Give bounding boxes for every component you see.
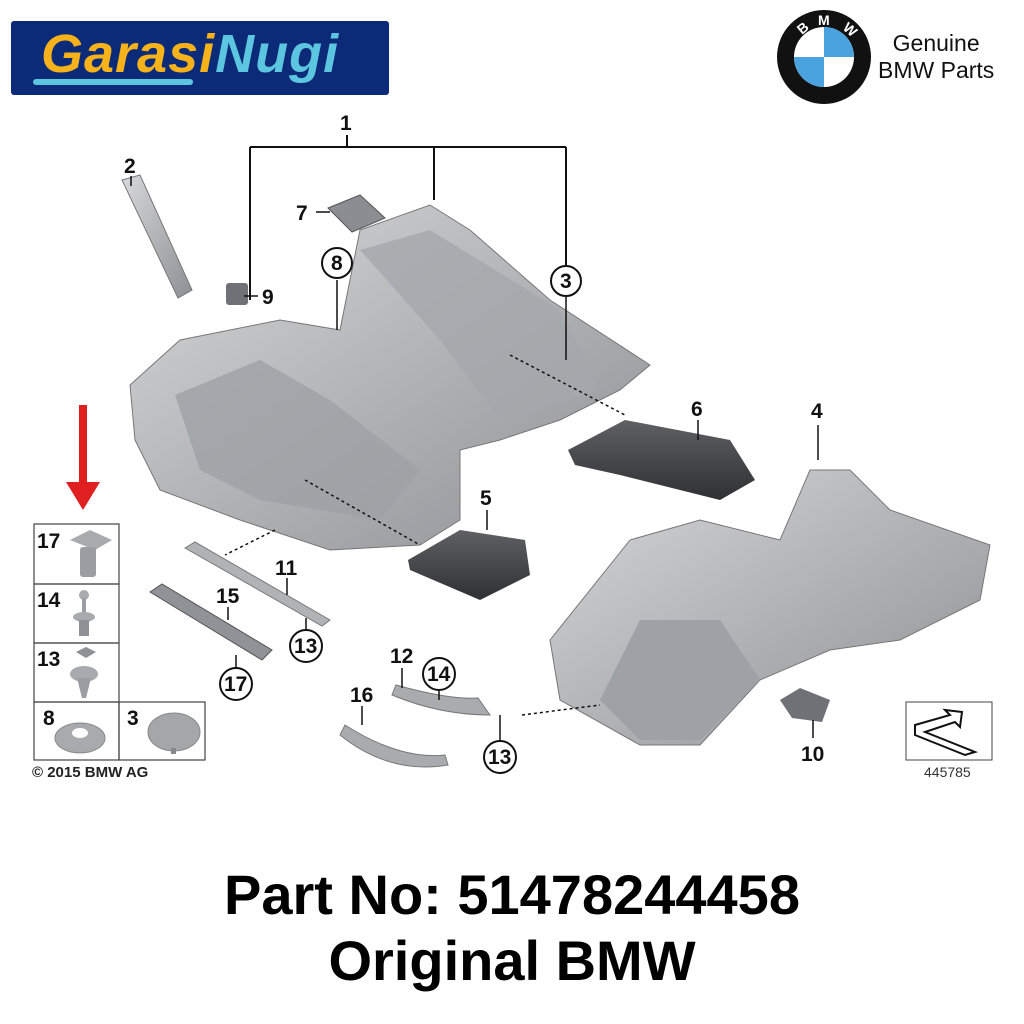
orientation-arrow-icon: [905, 701, 993, 761]
washer-8-icon: [54, 722, 106, 754]
badge-line1: Genuine: [892, 30, 980, 56]
cap-3-icon: [147, 712, 201, 754]
callout-3: 3: [560, 270, 572, 293]
part-9: [226, 283, 248, 305]
logo-underline: [33, 79, 193, 85]
callout-13b: 13: [488, 746, 511, 769]
logo-text-garasi: Garasi: [41, 24, 216, 84]
part-10: [780, 688, 830, 722]
bmw-roundel-icon: B M W: [777, 10, 871, 104]
legend-14: 14: [37, 589, 61, 612]
callout-2: 2: [124, 155, 136, 178]
callout-17: 17: [224, 673, 247, 696]
genuine-bmw-parts-text: Genuine BMW Parts: [878, 30, 994, 84]
callout-14: 14: [427, 663, 451, 686]
parts-diagram: 1 2 7 8 9 3 6 4 5 11 15 13 17 12 14 16 1…: [33, 112, 993, 774]
callout-5: 5: [480, 487, 492, 510]
callout-9: 9: [262, 286, 274, 309]
callout-10: 10: [801, 743, 824, 766]
legend-13: 13: [37, 648, 60, 671]
screw-14-icon: [73, 590, 95, 636]
part-11: [184, 541, 331, 627]
part-2: [121, 174, 193, 299]
clip-13-icon: [70, 647, 98, 698]
legend-8: 8: [43, 707, 55, 730]
fastener-legend-box: [33, 523, 206, 761]
callout-11: 11: [275, 557, 298, 580]
callout-labels: 1 2 7 8 9 3 6 4 5 11 15 13 17 12 14 16 1…: [124, 112, 824, 774]
legend-3: 3: [127, 707, 139, 730]
callout-7: 7: [296, 202, 308, 225]
original-bmw-text: Original BMW: [328, 929, 696, 992]
callout-4: 4: [811, 400, 823, 423]
logo-text-nugi: Nugi: [215, 24, 340, 84]
callout-15: 15: [216, 585, 240, 608]
svg-text:M: M: [818, 12, 830, 28]
callout-6: 6: [691, 398, 703, 421]
diagram-ref-number: 445785: [924, 764, 971, 780]
part-number-text: Part No: 51478244458: [224, 863, 800, 926]
legend-17: 17: [37, 530, 60, 553]
part-7: [327, 194, 386, 233]
part-16: [339, 724, 449, 768]
callout-16: 16: [350, 684, 373, 707]
part-12: [391, 684, 491, 716]
red-arrow-icon: [66, 405, 100, 510]
part-15: [149, 583, 273, 661]
part-5-mat: [408, 530, 530, 600]
callout-12: 12: [390, 645, 413, 668]
callout-13: 13: [294, 635, 317, 658]
callout-1-bracket: [249, 135, 567, 300]
clip-17-icon: [70, 530, 112, 577]
callout-1: 1: [340, 112, 352, 135]
garasinugi-logo: GarasiNugi: [11, 21, 389, 95]
copyright-text: © 2015 BMW AG: [32, 764, 149, 781]
part-6-mat: [568, 420, 755, 500]
callout-8: 8: [331, 252, 343, 275]
badge-line2: BMW Parts: [878, 57, 995, 83]
